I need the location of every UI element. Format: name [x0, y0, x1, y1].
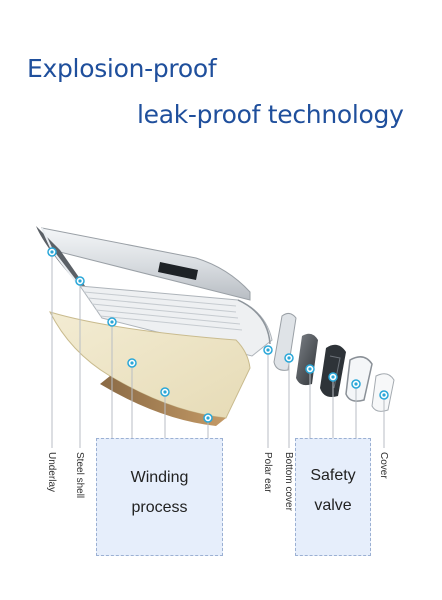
- winding-process-line-2: process: [131, 499, 188, 516]
- safety-valve-box: Safety valve: [295, 438, 371, 556]
- wound-layers: [78, 285, 273, 357]
- winding-process-box: Winding process: [96, 438, 223, 556]
- label-cover: Cover: [378, 452, 389, 479]
- marker-dot: [284, 353, 294, 363]
- marker-dot: [47, 247, 57, 257]
- label-steel-shell: Steel shell: [74, 452, 85, 499]
- marker-dot: [305, 364, 315, 374]
- safety-valve-line-1: Safety: [310, 467, 356, 484]
- steel-shell-part: [36, 226, 251, 301]
- safety-valve-line-2: valve: [314, 497, 352, 514]
- marker-dot: [203, 413, 213, 423]
- seal-ring-part: [345, 356, 373, 402]
- marker-dot: [351, 379, 361, 389]
- winding-process-line-1: Winding: [130, 469, 189, 486]
- title-line-2: leak-proof technology: [137, 100, 404, 129]
- label-bottom-cover: Bottom cover: [283, 452, 294, 511]
- marker-dot: [127, 358, 137, 368]
- marker-dots: [47, 247, 389, 423]
- label-polar-ear: Polar ear: [262, 452, 273, 493]
- marker-dot: [107, 317, 117, 327]
- bottom-cover-part: [296, 333, 318, 386]
- marker-dot: [75, 276, 85, 286]
- polar-ear-part: [273, 312, 297, 371]
- marker-dot: [160, 387, 170, 397]
- label-underlay: Underlay: [46, 452, 57, 493]
- marker-dot: [379, 390, 389, 400]
- marker-dot: [263, 345, 273, 355]
- leader-lines: [51, 252, 385, 448]
- marker-dot: [328, 372, 338, 382]
- title-line-1: Explosion-proof: [27, 54, 217, 83]
